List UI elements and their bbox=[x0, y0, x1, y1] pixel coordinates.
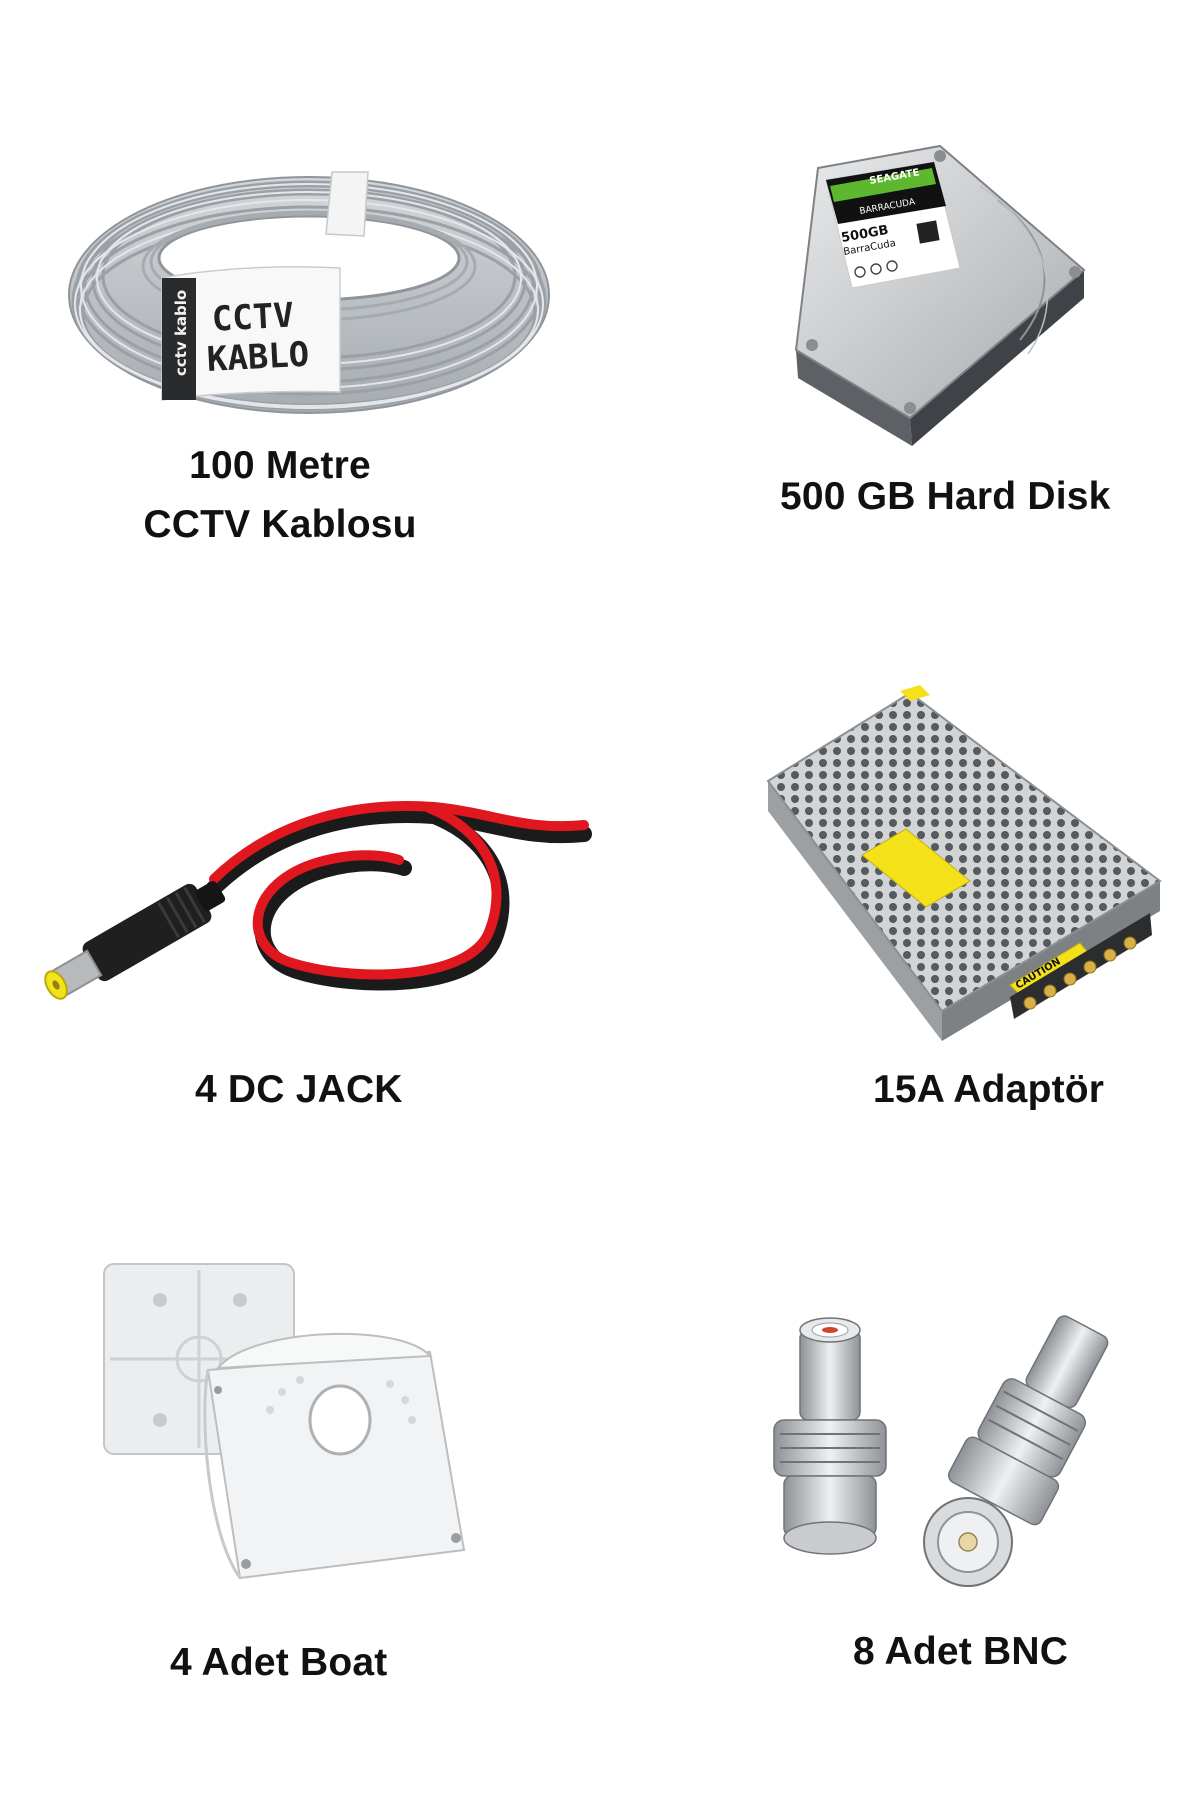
cable-caption-line1: 100 Metre bbox=[189, 444, 371, 487]
power-supply-icon: CAUTION bbox=[766, 685, 1162, 1041]
junction-box-icon bbox=[103, 1263, 466, 1580]
bnc-connector-icon bbox=[773, 1315, 1109, 1587]
junction-box-image bbox=[100, 1260, 490, 1590]
bnc-caption: 8 Adet BNC bbox=[853, 1630, 1069, 1673]
cable-coil-icon: cctv kablo CCTV KABLO bbox=[68, 171, 550, 414]
cctv-cable-image: cctv kablo CCTV KABLO bbox=[64, 170, 554, 420]
bnc-connector-image bbox=[760, 1310, 1120, 1590]
cable-caption-line2: CCTV Kablosu bbox=[143, 503, 417, 546]
box-caption: 4 Adet Boat bbox=[170, 1641, 388, 1684]
power-supply-image: CAUTION bbox=[760, 685, 1170, 1045]
dc-jack-image bbox=[24, 770, 594, 1010]
dc-jack-icon bbox=[44, 800, 592, 1000]
cable-tag-line2: KABLO bbox=[206, 335, 310, 380]
dcjack-caption: 4 DC JACK bbox=[195, 1068, 403, 1111]
hdd-caption: 500 GB Hard Disk bbox=[780, 475, 1111, 518]
cable-tag-line1: CCTV bbox=[211, 295, 295, 339]
cable-tag-small: cctv kablo bbox=[172, 290, 190, 376]
cable-caption: 100 Metre CCTV Kablosu bbox=[130, 436, 430, 554]
hard-disk-icon: SEAGATE BARRACUDA 500GB BarraCuda bbox=[794, 144, 1086, 446]
hard-disk-image: SEAGATE BARRACUDA 500GB BarraCuda bbox=[790, 140, 1090, 450]
psu-caption: 15A Adaptör bbox=[873, 1068, 1105, 1111]
